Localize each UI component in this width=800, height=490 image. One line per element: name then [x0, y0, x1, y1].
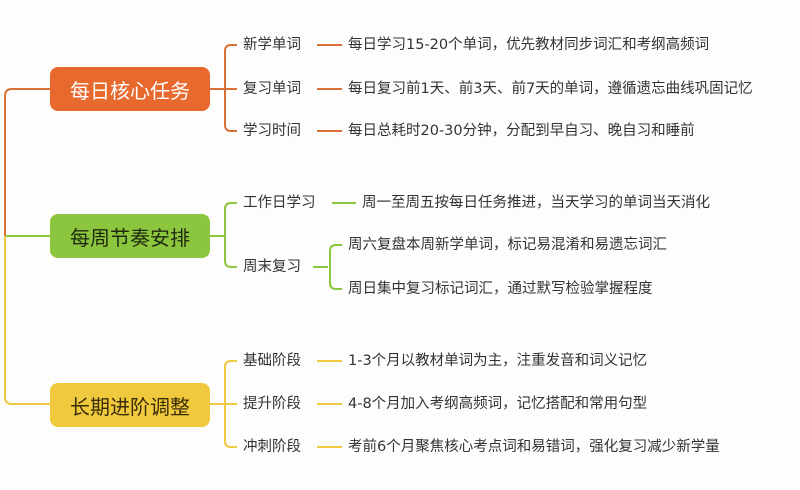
subnode[interactable]: 学习时间 [243, 123, 301, 139]
leaf-node[interactable]: 周六复盘本周新学单词，标记易混淆和易遗忘词汇 [348, 237, 667, 253]
leaf-node[interactable]: 4-8个月加入考纲高频词，记忆搭配和常用句型 [348, 396, 648, 412]
subnode[interactable]: 新学单词 [243, 37, 301, 53]
subnode[interactable]: 工作日学习 [243, 195, 316, 211]
main-node-weekly[interactable]: 每周节奏安排 [50, 214, 210, 258]
leaf-node[interactable]: 周一至周五按每日任务推进，当天学习的单词当天消化 [362, 195, 710, 211]
main-node-longterm[interactable]: 长期进阶调整 [50, 383, 210, 427]
subnode[interactable]: 复习单词 [243, 81, 301, 97]
leaf-node[interactable]: 每日学习15-20个单词，优先教材同步词汇和考纲高频词 [348, 37, 710, 53]
leaf-node[interactable]: 1-3个月以教材单词为主，注重发音和词义记忆 [348, 353, 648, 369]
subnode[interactable]: 周末复习 [243, 259, 301, 275]
leaf-node[interactable]: 每日复习前1天、前3天、前7天的单词，遵循遗忘曲线巩固记忆 [348, 81, 753, 97]
leaf-node[interactable]: 周日集中复习标记词汇，通过默写检验掌握程度 [348, 281, 653, 297]
subnode[interactable]: 冲刺阶段 [243, 439, 301, 455]
main-node-daily[interactable]: 每日核心任务 [50, 67, 210, 111]
subnode[interactable]: 基础阶段 [243, 353, 301, 369]
leaf-node[interactable]: 考前6个月聚焦核心考点词和易错词，强化复习减少新学量 [348, 439, 720, 455]
leaf-node[interactable]: 每日总耗时20-30分钟，分配到早自习、晚自习和睡前 [348, 123, 695, 139]
subnode[interactable]: 提升阶段 [243, 396, 301, 412]
